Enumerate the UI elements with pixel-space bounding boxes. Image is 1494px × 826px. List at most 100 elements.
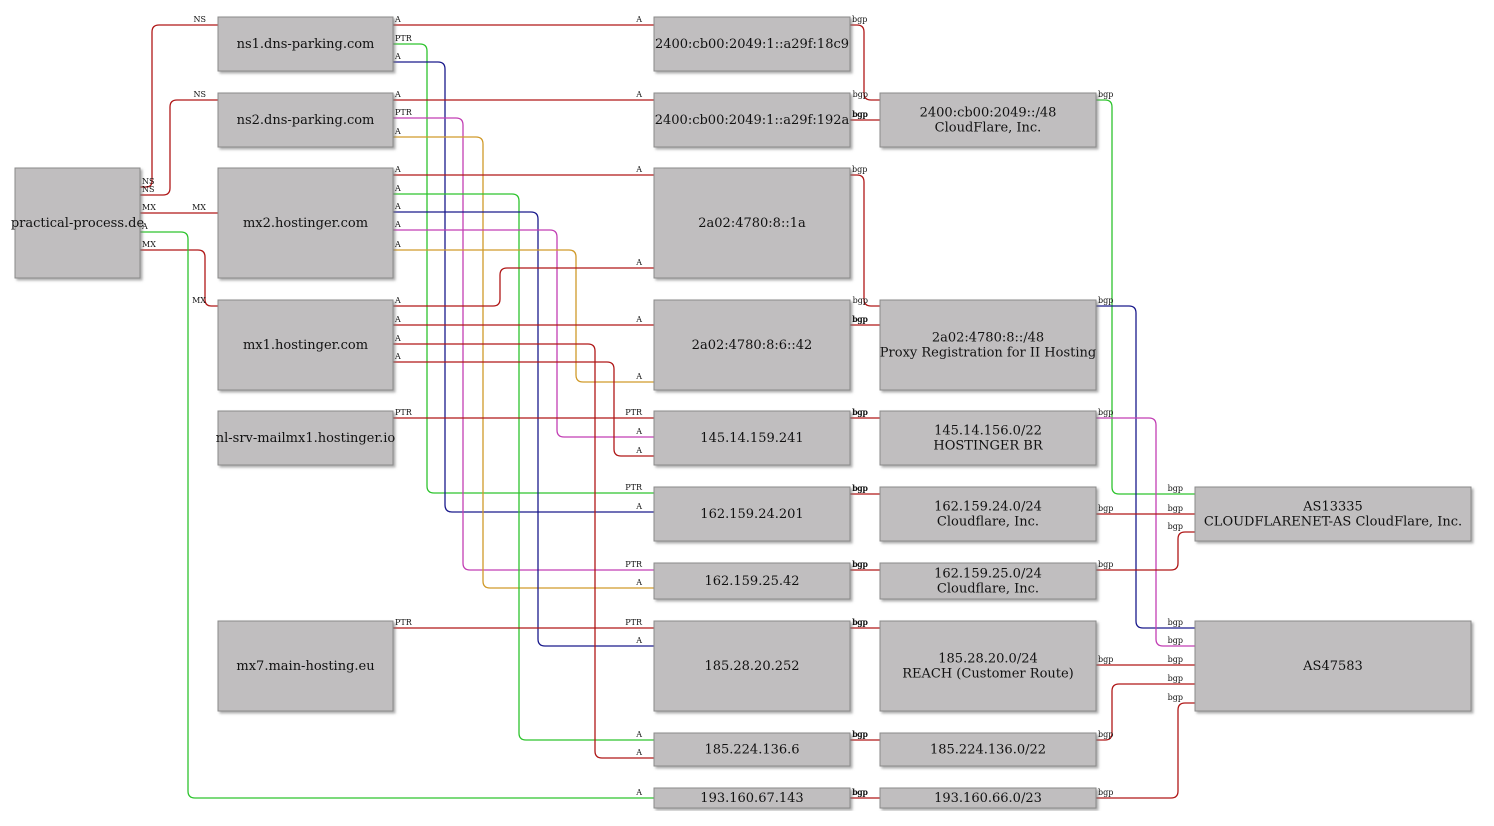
edge-tail-label: PTR: [395, 618, 413, 627]
node-box[interactable]: [653, 732, 851, 767]
node-box[interactable]: [14, 167, 141, 279]
node-box[interactable]: [879, 299, 1097, 391]
node-box[interactable]: [653, 299, 851, 391]
node-ip4b[interactable]: 162.159.24.201: [653, 486, 851, 542]
node-mx7[interactable]: mx7.main-hosting.eu: [217, 620, 394, 712]
edge-tail-label: A: [394, 352, 401, 361]
edge-tail-label: MX: [142, 203, 156, 212]
edge-head-label: A: [635, 90, 642, 99]
node-box[interactable]: [653, 787, 851, 809]
node-ip4d[interactable]: 185.28.20.252: [653, 620, 851, 712]
node-ns2[interactable]: ns2.dns-parking.com: [217, 92, 394, 148]
edge-tail-label: bgp: [1098, 504, 1113, 513]
edge-head-label: A: [635, 636, 642, 645]
node-box[interactable]: [217, 299, 394, 391]
edge-tail-label: PTR: [395, 34, 413, 43]
edge-tail-label: bgp: [852, 560, 867, 569]
node-box[interactable]: [653, 562, 851, 600]
node-ip4f[interactable]: 193.160.67.143: [653, 787, 851, 809]
edge-tail-label: A: [141, 222, 148, 231]
node-mx2[interactable]: mx2.hostinger.com: [217, 167, 394, 279]
node-as2[interactable]: AS47583: [1194, 620, 1472, 712]
edge-tail-label: A: [394, 220, 401, 229]
node-box[interactable]: [653, 410, 851, 466]
edge-tail-label: bgp: [1098, 730, 1113, 739]
edge-pfx5-as1-bgp: [1096, 531, 1195, 571]
node-ns1[interactable]: ns1.dns-parking.com: [217, 16, 394, 72]
edge-head-label: bgp: [853, 296, 868, 305]
node-box[interactable]: [879, 562, 1097, 600]
edge-pfx7-as2-bgp: [1096, 683, 1195, 741]
edge-head-label: A: [635, 372, 642, 381]
node-box[interactable]: [879, 486, 1097, 542]
node-label: 2400:cb00:2049::/48: [920, 106, 1057, 121]
node-nlsrv[interactable]: nl-srv-mailmx1.hostinger.io: [216, 410, 396, 466]
node-ip6d[interactable]: 2a02:4780:8:6::42: [653, 299, 851, 391]
node-box[interactable]: [217, 410, 394, 466]
edge-head-label: NS: [194, 90, 206, 99]
node-box[interactable]: [879, 787, 1097, 809]
node-box[interactable]: [217, 16, 394, 72]
node-label: 162.159.24.201: [700, 507, 803, 522]
edge-tail-label: A: [394, 184, 401, 193]
edge-head-label: bgp: [853, 788, 868, 797]
edge-practical-ns1-ns: [140, 24, 218, 188]
node-mx1[interactable]: mx1.hostinger.com: [217, 299, 394, 391]
node-ip6a[interactable]: 2400:cb00:2049:1::a29f:18c9: [653, 16, 851, 72]
node-box[interactable]: [879, 732, 1097, 767]
edge-head-label: A: [635, 730, 642, 739]
edge-practical-mx1-mx: [140, 249, 218, 307]
edge-head-label: bgp: [853, 560, 868, 569]
node-ip4a[interactable]: 145.14.159.241: [653, 410, 851, 466]
node-practical[interactable]: practical-process.de: [11, 167, 145, 279]
edge-pfx1-as1-bgp: [1096, 99, 1195, 495]
edge-head-label: A: [635, 502, 642, 511]
node-pfx8[interactable]: 193.160.66.0/23: [879, 787, 1097, 809]
edge-mx1-ip4e-a: [393, 343, 654, 759]
node-box[interactable]: [653, 92, 851, 148]
node-label: Proxy Registration for II Hosting: [880, 346, 1096, 361]
edge-head-label: bgp: [853, 90, 868, 99]
edge-mx1-ip4a-a: [393, 361, 654, 457]
node-box[interactable]: [1194, 620, 1472, 712]
edge-head-label: A: [635, 258, 642, 267]
node-label: 185.224.136.0/22: [930, 743, 1046, 758]
edge-head-label: A: [635, 427, 642, 436]
node-box[interactable]: [217, 620, 394, 712]
node-box[interactable]: [1194, 486, 1472, 542]
node-ip4e[interactable]: 185.224.136.6: [653, 732, 851, 767]
edge-head-label: bgp: [1168, 655, 1183, 664]
edge-tail-label: NS: [142, 177, 154, 186]
node-label: 2400:cb00:2049:1::a29f:192a: [655, 113, 850, 128]
node-ip6b[interactable]: 2400:cb00:2049:1::a29f:192a: [653, 92, 851, 148]
node-box[interactable]: [653, 620, 851, 712]
node-label: Cloudflare, Inc.: [937, 515, 1039, 530]
edge-tail-label: A: [394, 52, 401, 61]
node-box[interactable]: [879, 410, 1097, 466]
edge-head-label: bgp: [1168, 618, 1183, 627]
node-box[interactable]: [653, 167, 851, 279]
node-box[interactable]: [217, 167, 394, 279]
node-ip6c[interactable]: 2a02:4780:8::1a: [653, 167, 851, 279]
edge-ip6c-pfx2-bgp: [850, 174, 880, 307]
node-box[interactable]: [879, 620, 1097, 712]
node-box[interactable]: [879, 92, 1097, 148]
node-box[interactable]: [653, 16, 851, 72]
edge-head-label: PTR: [625, 483, 643, 492]
node-label: AS13335: [1302, 500, 1363, 515]
node-box[interactable]: [653, 486, 851, 542]
node-label: 185.28.20.0/24: [938, 652, 1038, 667]
node-label: 162.159.24.0/24: [934, 500, 1042, 515]
node-pfx7[interactable]: 185.224.136.0/22: [879, 732, 1097, 767]
node-ip4c[interactable]: 162.159.25.42: [653, 562, 851, 600]
node-box[interactable]: [217, 92, 394, 148]
edge-tail-label: bgp: [852, 618, 867, 627]
